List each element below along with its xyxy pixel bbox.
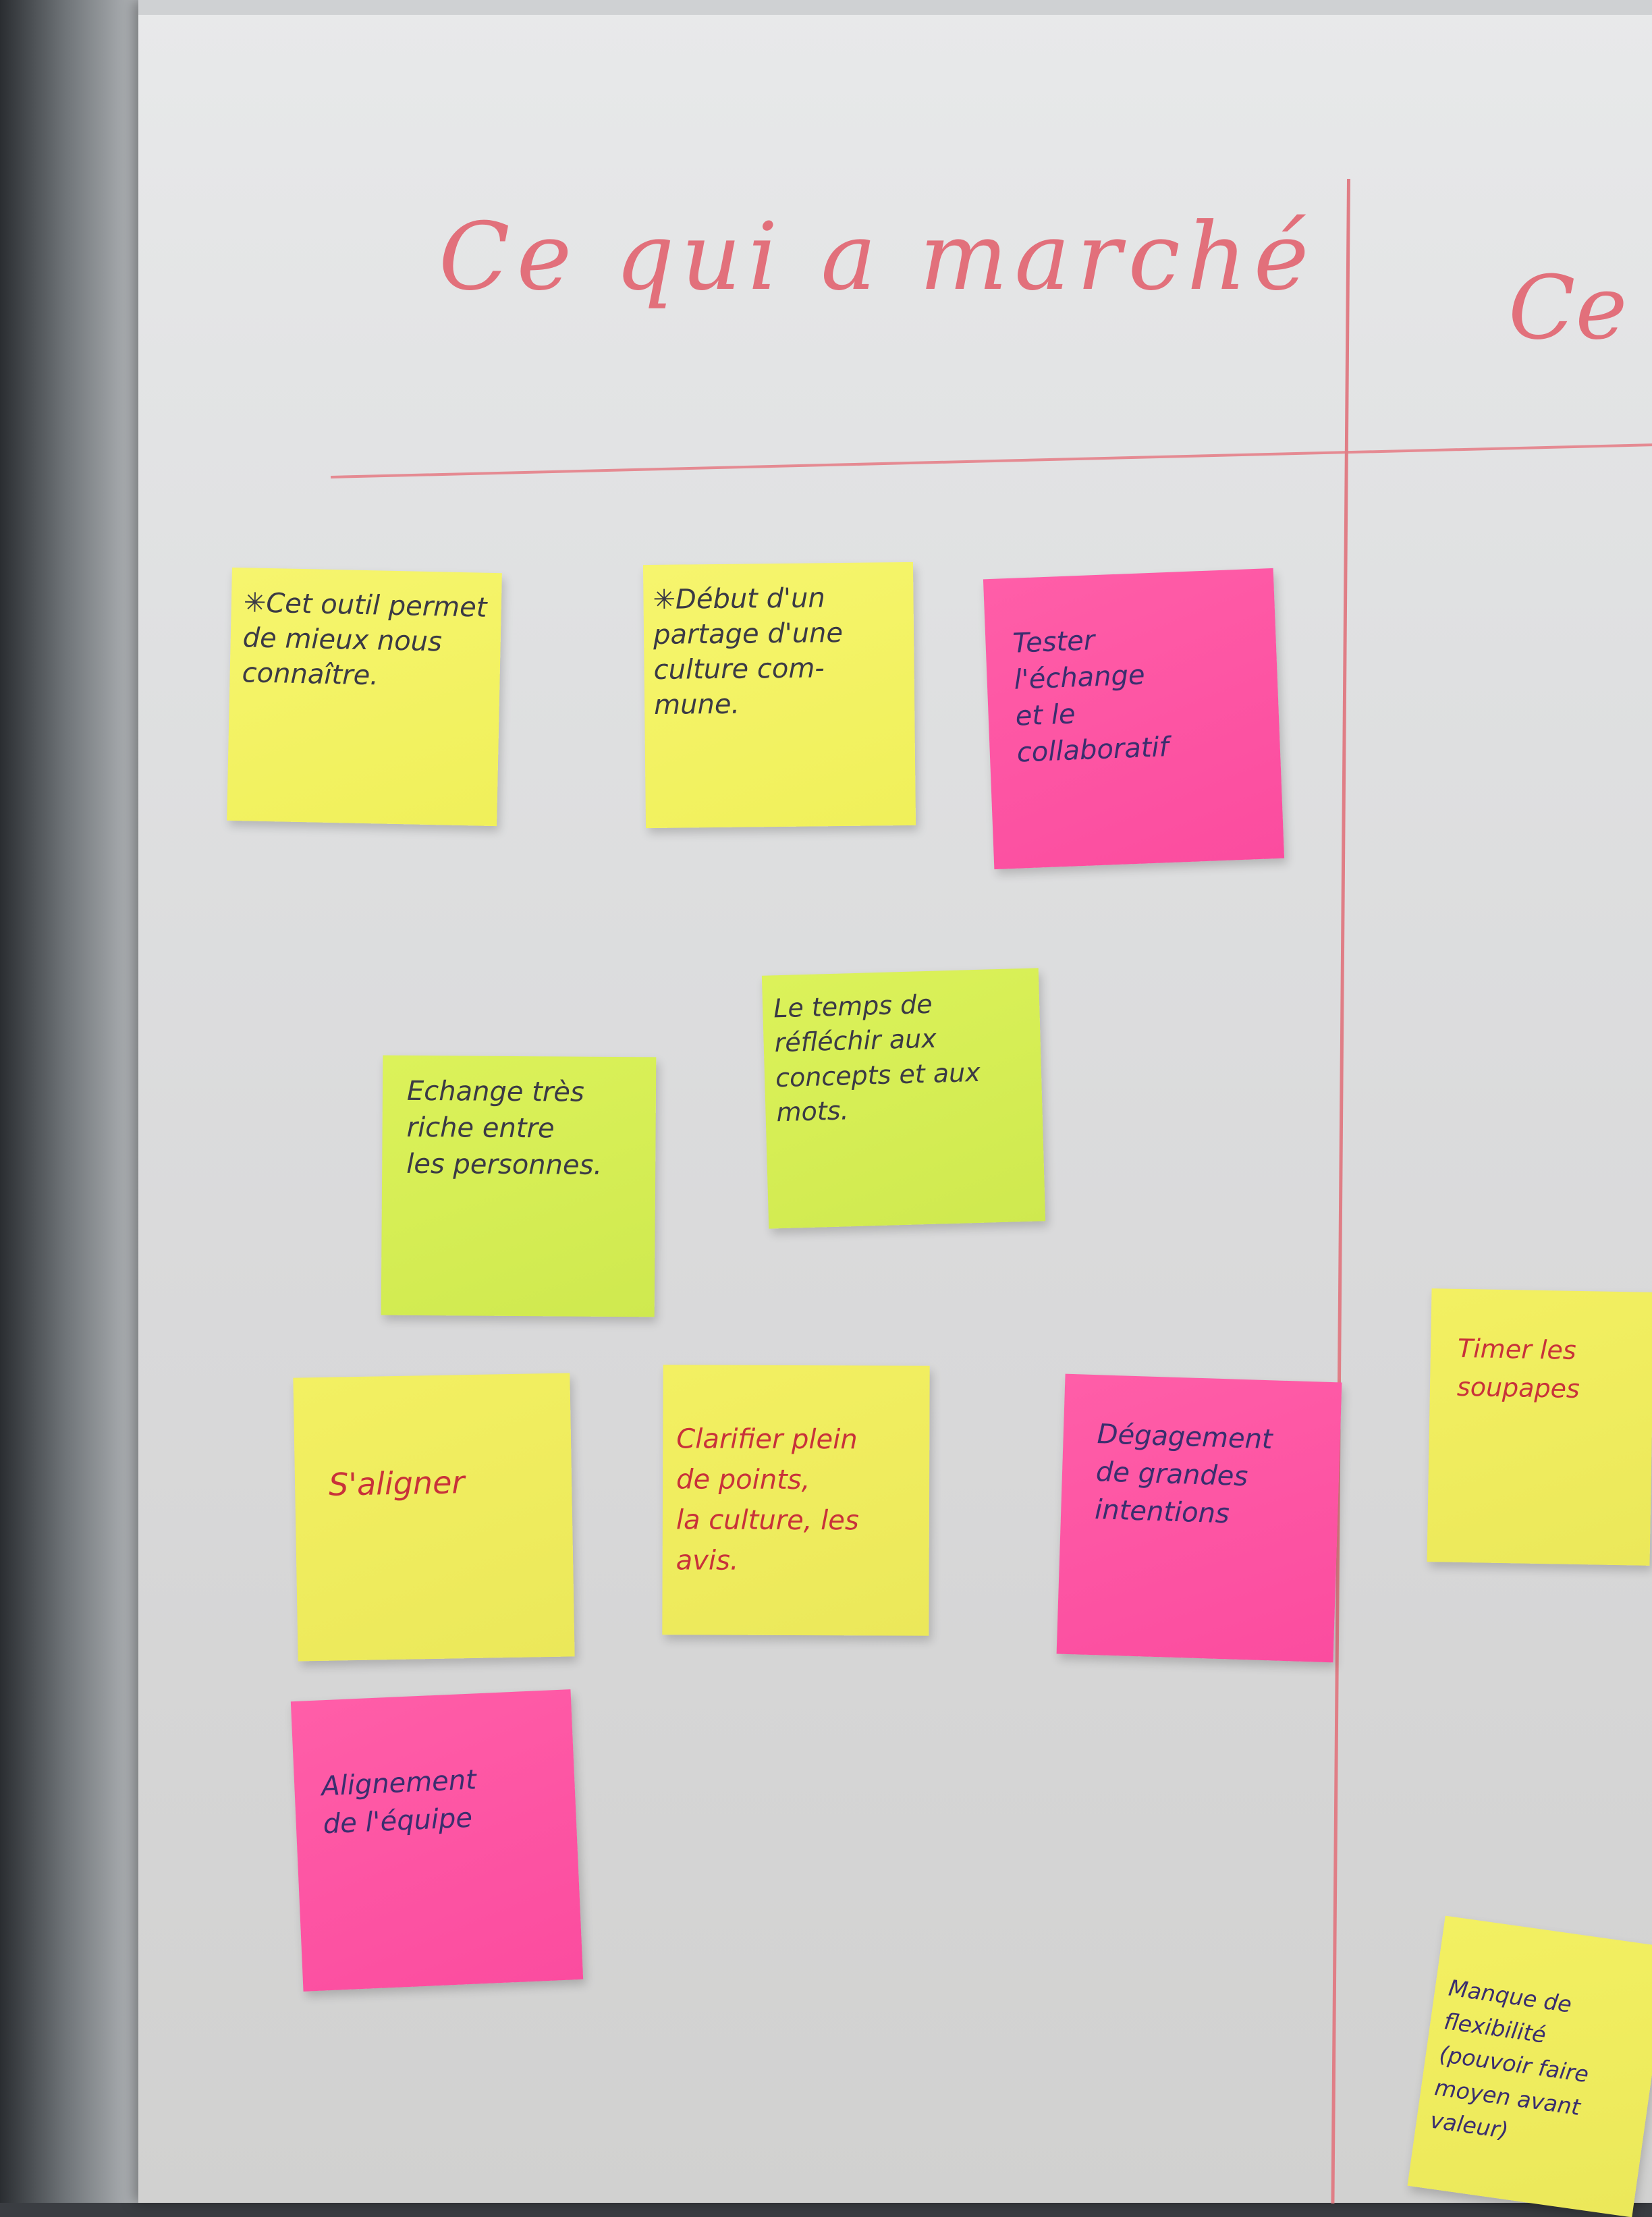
sticky-note-degagement: Dégagement de grandes intentions: [1056, 1373, 1342, 1663]
sticky-note-s-aligner: S'aligner: [293, 1373, 575, 1662]
board-top-edge: [138, 0, 1652, 15]
sticky-note-clarifier: Clarifier plein de points, la culture, l…: [662, 1365, 930, 1636]
sticky-note-timer: Timer les soupapes: [1427, 1288, 1652, 1566]
sticky-note-alignement: Alignement de l'équipe: [290, 1689, 584, 1992]
sticky-note-echange-riche: Echange très riche entre les personnes.: [381, 1055, 657, 1317]
sticky-note-manque-flexibilite: Manque de flexibilité (pouvoir faire moy…: [1407, 1915, 1652, 2217]
sticky-note-tester-echange: Tester l'échange et le collaboratif: [983, 568, 1285, 870]
sticky-note-cet-outil: ✳Cet outil permet de mieux nous connaîtr…: [227, 567, 502, 827]
next-column-title: Ce: [1508, 256, 1628, 359]
sticky-note-debut-partage: ✳Début d'un partage d'une culture com- m…: [642, 562, 916, 829]
wall-background: [0, 0, 145, 2203]
column-title: Ce qui a marché: [439, 202, 1316, 311]
sticky-note-temps-reflechir: Le temps de réfléchir aux concepts et au…: [761, 968, 1046, 1229]
